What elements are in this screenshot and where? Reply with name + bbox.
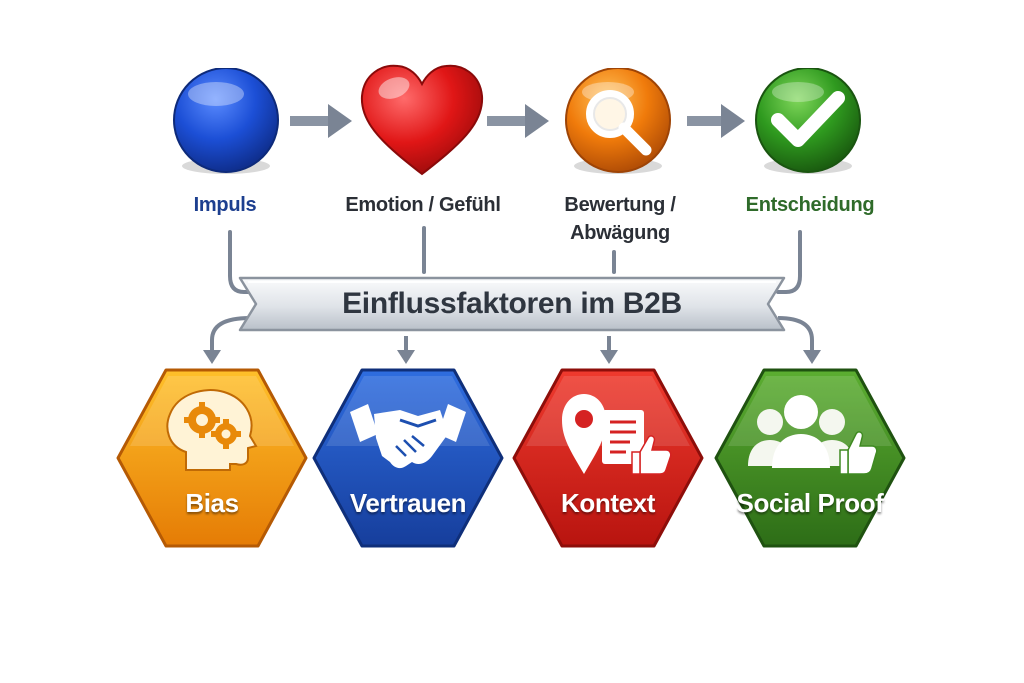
step-label-bewertung-line2: Abwägung [570,222,670,244]
step-label-entscheidung: Entscheidung [745,194,875,216]
flow-arrow-2 [487,104,549,138]
factor-connectors [210,316,814,352]
flow-arrow-1 [290,104,352,138]
blue-circle-icon [173,68,279,174]
factor-label-vertrauen: Vertrauen [349,488,467,518]
brain-gears-icon [166,389,258,471]
factor-label-kontext: Kontext [561,488,655,518]
location-document-icon [562,394,672,475]
heart-icon [360,64,484,176]
factor-label-social-proof: Social Proof [736,488,884,518]
factor-label-bias: Bias [185,488,239,518]
factor-arrowheads [203,350,821,364]
flow-arrow-3 [687,104,745,138]
influence-banner [238,276,786,332]
handshake-icon [350,404,466,469]
banner-title: Einflussfaktoren im B2B [342,287,682,320]
magnifier-icon [565,68,671,174]
checkmark-icon [755,68,861,174]
step-label-bewertung-line1: Bewertung / [564,194,676,216]
step-connectors [228,226,802,294]
step-label-impuls: Impuls [193,194,257,216]
step-label-emotion: Emotion / Gefühl [345,194,501,216]
people-thumbs-up-icon [748,395,878,475]
